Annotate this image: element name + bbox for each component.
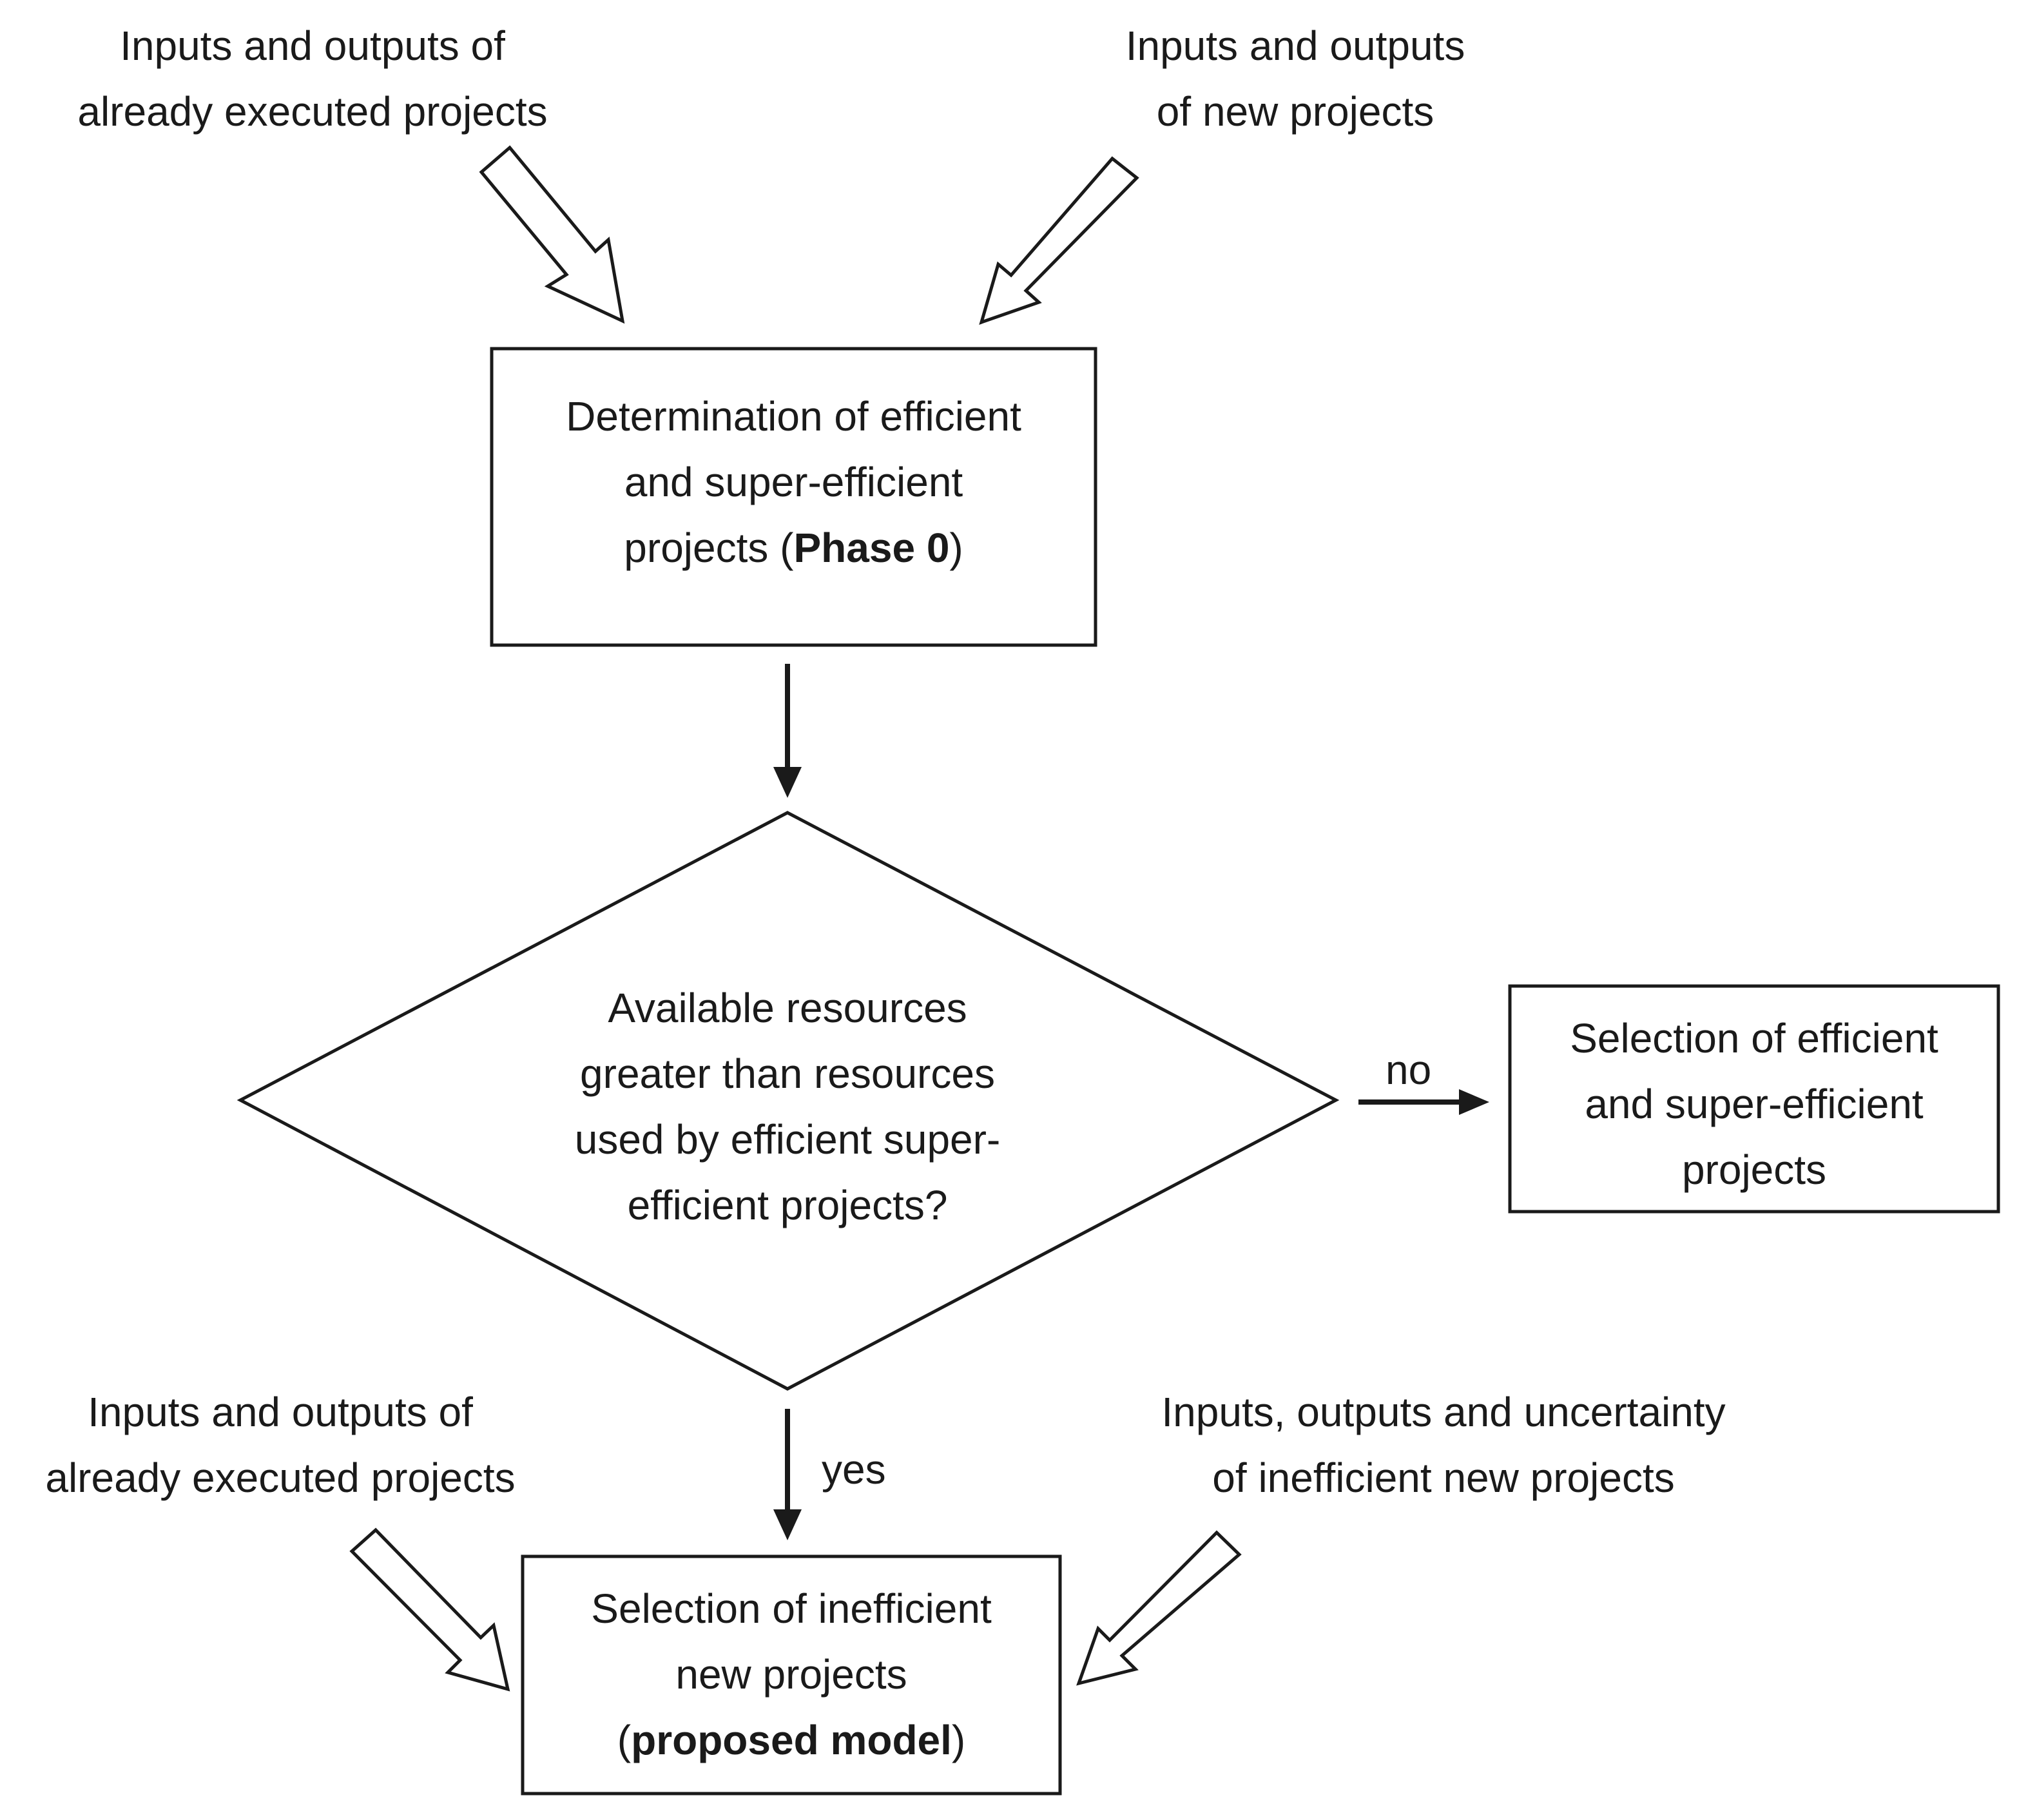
arrow-box-to-decision-head (773, 767, 802, 798)
arrow-yes-head (773, 1509, 802, 1540)
final-bold-label: proposed model (631, 1717, 952, 1763)
phase0-line2: and super-efficient (624, 459, 963, 505)
final-line3: (proposed model) (617, 1717, 966, 1763)
phase0-box (490, 347, 1097, 647)
hollow-arrow-top-right (979, 156, 1139, 325)
no-box-line1: Selection of efficient (1570, 1015, 1938, 1061)
inputs-bottom-right-text: Inputs, outputs and uncertainty of ineff… (1102, 1379, 1785, 1511)
no-outcome-box (1508, 984, 2000, 1214)
final-box-text: Selection of inefficient new projects (p… (523, 1576, 1060, 1773)
inputs-bottom-left-line2: already executed projects (45, 1455, 516, 1501)
arrow-no-head (1459, 1089, 1489, 1115)
phase0-line1: Determination of efficient (566, 393, 1021, 440)
inputs-bottom-left-text: Inputs and outputs of already executed p… (6, 1379, 554, 1511)
inputs-top-right-line1: Inputs and outputs (1125, 23, 1465, 69)
decision-diamond (237, 811, 1340, 1391)
no-label: no (1386, 1047, 1432, 1093)
inputs-top-right-line2: of new projects (1156, 88, 1434, 135)
decision-text: Available resources greater than resourc… (497, 975, 1077, 1238)
inputs-bottom-left-line1: Inputs and outputs of (88, 1389, 473, 1435)
final-line1: Selection of inefficient (591, 1585, 992, 1632)
no-box-line2: and super-efficient (1585, 1081, 1924, 1127)
phase0-box-text: Determination of efficient and super-eff… (492, 383, 1096, 581)
final-box (521, 1554, 1062, 1796)
phase0-bold-label: Phase 0 (793, 525, 950, 571)
decision-line1: Available resources (608, 985, 967, 1031)
hollow-arrow-bottom-right (1076, 1530, 1242, 1686)
yes-label: yes (822, 1446, 886, 1493)
inputs-bottom-right-line1: Inputs, outputs and uncertainty (1161, 1389, 1726, 1435)
inputs-top-right-text: Inputs and outputs of new projects (1063, 13, 1527, 144)
no-box-line3: projects (1681, 1147, 1827, 1193)
decision-line2: greater than resources (580, 1050, 995, 1097)
phase0-line3: projects (Phase 0) (624, 525, 963, 571)
inputs-top-left-line2: already executed projects (77, 88, 548, 135)
inputs-top-left-text: Inputs and outputs of already executed p… (26, 13, 599, 144)
final-line2: new projects (675, 1651, 907, 1698)
inputs-top-left-line1: Inputs and outputs of (120, 23, 505, 69)
decision-line3: used by efficient super- (574, 1116, 1001, 1163)
hollow-arrow-bottom-left (349, 1527, 510, 1692)
no-box-text: Selection of efficient and super-efficie… (1510, 1005, 1998, 1203)
decision-line4: efficient projects? (627, 1182, 948, 1228)
inputs-bottom-right-line2: of inefficient new projects (1212, 1455, 1675, 1501)
hollow-arrow-top-left (479, 145, 625, 324)
